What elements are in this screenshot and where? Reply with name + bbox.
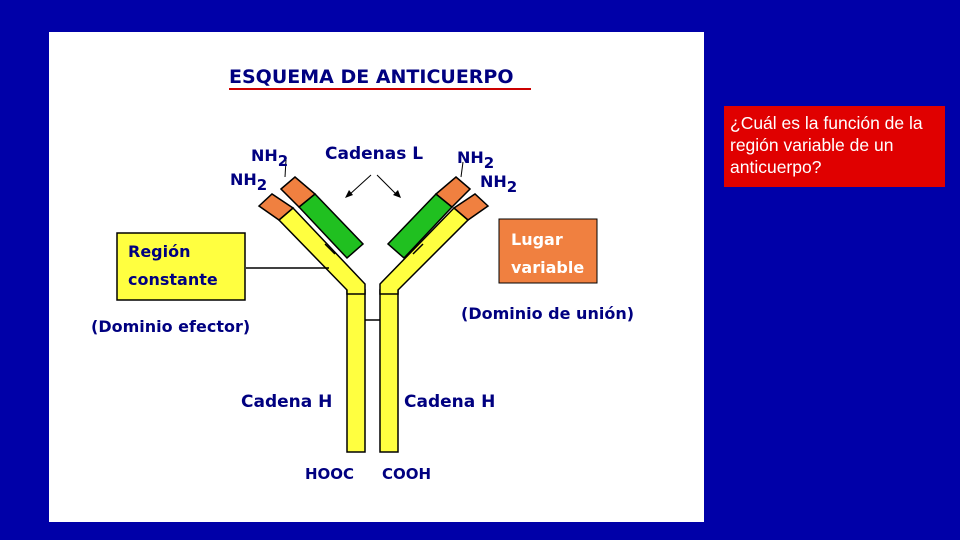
heavy-chain-right-stem [379,289,399,453]
diagram-title: ESQUEMA DE ANTICUERPO [229,66,514,88]
pointer-nh2-left [284,159,287,178]
nh2-label-left-upper: NH2 [251,146,288,170]
heavy-chain-left-stem [346,289,366,453]
effector-domain-label: (Dominio efector) [91,317,250,336]
pointer-light-right-arrowhead [393,190,401,198]
binding-domain-label: (Dominio de unión) [461,304,634,323]
heavy-chain-left-tip [257,193,295,221]
question-box: ¿Cuál es la función de la región variabl… [724,106,945,187]
pointer-light-left [348,174,372,196]
cooh-label: COOH [382,465,431,483]
pointer-light-left-arrowhead [345,190,353,198]
variable-site-label-line1: Lugar [511,230,563,249]
heavy-chain-label-right: Cadena H [404,392,495,412]
light-chain-left-tip [279,176,317,209]
constant-region-label-line1: Región [128,242,191,261]
variable-site-label-line2: variable [511,258,584,277]
nh2-label-right-lower: NH2 [480,172,517,196]
nh2-label-right-upper: NH2 [457,148,494,172]
constant-region-label-line2: constante [128,270,218,289]
light-chain-right-tip [434,176,472,209]
heavy-chain-right-tip [452,193,490,221]
constant-region-box [116,232,246,301]
hooc-label: HOOC [305,465,354,483]
question-text: ¿Cuál es la función de la región variabl… [730,113,923,177]
disulfide-bond-right [412,243,424,255]
nh2-label-left-lower: NH2 [230,170,267,194]
disulfide-bond-left [324,243,336,255]
light-chains-label: Cadenas L [325,144,423,164]
heavy-chain-label-left: Cadena H [241,392,332,412]
antibody-diagram: ESQUEMA DE ANTICUERPO NH2 NH2 [91,66,634,483]
diagram-panel: ESQUEMA DE ANTICUERPO NH2 NH2 [49,32,704,522]
pointer-light-right [376,174,398,196]
variable-site-box [498,218,598,284]
pointer-nh2-right [460,161,464,178]
